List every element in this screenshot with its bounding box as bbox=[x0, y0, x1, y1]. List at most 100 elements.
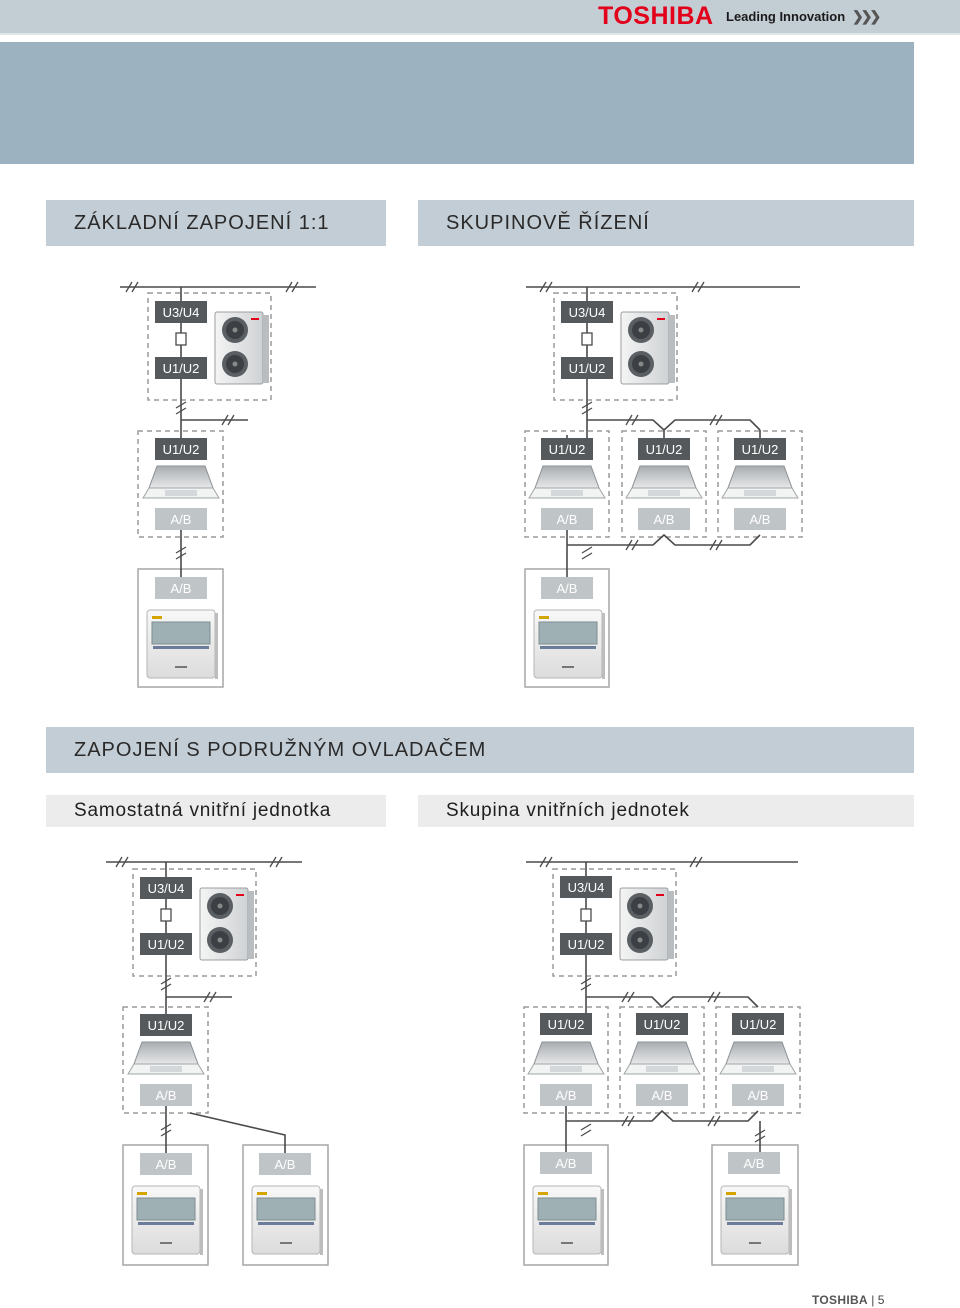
terminal-label-text: U1/U2 bbox=[148, 937, 185, 952]
wire-break-mark bbox=[221, 414, 235, 426]
terminal-label-bg bbox=[155, 357, 207, 379]
break-stroke bbox=[580, 983, 592, 991]
terminal-label-u34: U3/U4 bbox=[155, 301, 207, 323]
break-stroke bbox=[121, 856, 129, 868]
outdoor-unit-icon bbox=[199, 887, 254, 961]
unit-dashed-frame bbox=[619, 1006, 705, 1114]
terminal-connector bbox=[175, 332, 187, 346]
wire-break-mark bbox=[581, 401, 593, 415]
break-stroke bbox=[175, 546, 187, 554]
terminal-label-bg bbox=[560, 933, 612, 955]
terminal-label-ab: A/B bbox=[540, 1152, 592, 1174]
terminal-label-text: A/B bbox=[156, 1088, 177, 1103]
remote-led bbox=[137, 1192, 147, 1195]
terminal-label-text: A/B bbox=[557, 512, 578, 527]
wire-break-mark bbox=[754, 1129, 766, 1143]
terminal-label-text: A/B bbox=[748, 1088, 769, 1103]
fan-hub bbox=[232, 361, 238, 367]
remote-logo bbox=[749, 1242, 761, 1244]
cassette-grille bbox=[646, 1066, 678, 1072]
terminal-label-ab: A/B bbox=[541, 508, 593, 530]
terminal-label-bg bbox=[638, 438, 690, 460]
cassette-grille bbox=[551, 490, 583, 496]
terminal-label-bg bbox=[155, 301, 207, 323]
wire-break-mark bbox=[625, 414, 639, 426]
section-title-remote: ZAPOJENÍ S PODRUŽNÝM OVLADAČEM bbox=[46, 727, 914, 773]
terminal-label-bg bbox=[540, 1152, 592, 1174]
unit-dashed-frame bbox=[621, 430, 707, 538]
remote-led bbox=[726, 1192, 736, 1195]
terminal-connector bbox=[581, 332, 593, 346]
remote-controller-icon bbox=[720, 1185, 792, 1255]
terminal-label-u12: U1/U2 bbox=[541, 438, 593, 460]
cassette-grille bbox=[165, 490, 197, 496]
remote-display bbox=[725, 1197, 785, 1221]
cassette-body bbox=[534, 465, 600, 489]
terminal-label-bg bbox=[140, 1014, 192, 1036]
wire-break-mark bbox=[709, 539, 723, 551]
break-stroke bbox=[539, 856, 547, 868]
chevrons-icon: ❯❯❯ bbox=[852, 8, 881, 24]
cassette-grille bbox=[742, 1066, 774, 1072]
terminal-label-ab: A/B bbox=[140, 1084, 192, 1106]
section-title-group: SKUPINOVĚ ŘÍZENÍ bbox=[418, 200, 914, 246]
wire-break-mark bbox=[709, 414, 723, 426]
terminal-label-ab: A/B bbox=[259, 1153, 311, 1175]
break-stroke bbox=[227, 414, 235, 426]
remote-controller-icon bbox=[131, 1185, 203, 1255]
terminal-label-text: A/B bbox=[654, 512, 675, 527]
terminal-label-bg bbox=[728, 1152, 780, 1174]
terminal-label-u12: U1/U2 bbox=[140, 1014, 192, 1036]
remote-controller-icon bbox=[146, 609, 218, 679]
terminal-label-text: U1/U2 bbox=[163, 361, 200, 376]
wire-break-mark bbox=[115, 856, 129, 868]
terminal-label-text: A/B bbox=[652, 1088, 673, 1103]
terminal-label-text: U3/U4 bbox=[148, 881, 185, 896]
remote-led bbox=[257, 1192, 267, 1195]
terminal-label-bg bbox=[732, 1013, 784, 1035]
page-footer: TOSHIBA | 5 bbox=[812, 1293, 885, 1307]
remote-frame bbox=[711, 1144, 799, 1266]
terminal-label-u12: U1/U2 bbox=[561, 357, 613, 379]
terminal-label-ab: A/B bbox=[140, 1153, 192, 1175]
terminal-label-bg bbox=[140, 933, 192, 955]
break-stroke bbox=[707, 991, 715, 1003]
terminal-label-bg bbox=[540, 1084, 592, 1106]
unit-dashed-frame bbox=[523, 1006, 609, 1114]
remote-led bbox=[152, 616, 162, 619]
cassette-grille bbox=[150, 1066, 182, 1072]
terminal-label-ab: A/B bbox=[540, 1084, 592, 1106]
cassette-unit-icon bbox=[625, 465, 703, 499]
terminal-label-text: U1/U2 bbox=[740, 1017, 777, 1032]
terminal-label-bg bbox=[541, 438, 593, 460]
terminal-label-text: U3/U4 bbox=[569, 305, 606, 320]
break-stroke bbox=[209, 991, 217, 1003]
outdoor-unit-icon bbox=[619, 887, 674, 961]
terminal-label-text: U1/U2 bbox=[646, 442, 683, 457]
wire-break-mark bbox=[539, 281, 553, 293]
outdoor-unit-icon bbox=[620, 311, 675, 385]
terminal-label-u34: U3/U4 bbox=[560, 876, 612, 898]
wire-break-mark bbox=[621, 991, 635, 1003]
wire-break-mark bbox=[160, 977, 172, 991]
outdoor-logo bbox=[236, 894, 244, 896]
cassette-unit-icon bbox=[142, 465, 220, 499]
terminal-label-text: A/B bbox=[171, 512, 192, 527]
cassette-body bbox=[725, 1041, 791, 1065]
unit-dashed-frame bbox=[137, 430, 224, 538]
terminal-label-u12: U1/U2 bbox=[140, 933, 192, 955]
terminal-label-bg bbox=[155, 438, 207, 460]
cassette-body bbox=[533, 1041, 599, 1065]
unit-dashed-frame bbox=[524, 430, 610, 538]
remote-buttons bbox=[539, 1222, 595, 1225]
break-stroke bbox=[175, 552, 187, 560]
remote-display bbox=[538, 621, 598, 645]
break-stroke bbox=[581, 401, 593, 409]
terminal-label-text: A/B bbox=[557, 581, 578, 596]
terminal-label-bg bbox=[155, 577, 207, 599]
unit-dashed-frame bbox=[147, 292, 272, 401]
terminal-connector bbox=[160, 908, 172, 922]
break-stroke bbox=[707, 1115, 715, 1127]
terminal-label-u12: U1/U2 bbox=[560, 933, 612, 955]
wire-break-mark bbox=[269, 856, 283, 868]
